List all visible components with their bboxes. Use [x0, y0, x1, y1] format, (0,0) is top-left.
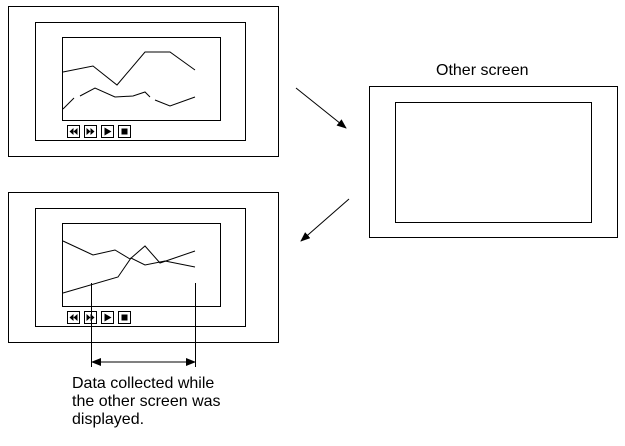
after-screen-outer-frame [8, 192, 279, 343]
stop-icon[interactable] [118, 311, 131, 324]
rewind-icon[interactable] [67, 125, 80, 138]
after-trend-graph [62, 223, 221, 307]
before-screen-outer-frame [8, 6, 279, 157]
interval-caption: Data collected while the other screen wa… [72, 375, 221, 429]
other-screen-label: Other screen [436, 62, 529, 79]
after-trend-line-lower [62, 257, 196, 294]
arrow-back-to-trend-screen [300, 198, 350, 242]
before-screen-inner-frame [35, 22, 246, 141]
fast-forward-icon[interactable] [84, 125, 97, 138]
before-trend-line-lower-3 [154, 96, 196, 107]
before-trend-graph [62, 37, 221, 121]
before-trend-line-lower-2 [79, 87, 151, 98]
before-playback-controls [67, 125, 131, 138]
before-screen-panel [8, 6, 279, 157]
arrow-to-other-screen [295, 87, 347, 129]
after-playback-controls [67, 311, 131, 324]
after-screen-panel [8, 192, 279, 367]
other-screen-outer-frame [369, 86, 618, 238]
before-trend-line-lower [62, 97, 75, 110]
caption-line-3: displayed. [72, 411, 145, 428]
after-trend-line-upper [62, 240, 196, 264]
rewind-icon[interactable] [67, 311, 80, 324]
caption-line-1: Data collected while [72, 375, 215, 392]
play-icon[interactable] [101, 125, 114, 138]
caption-line-2: the other screen was [72, 393, 221, 410]
other-screen-panel [369, 86, 618, 238]
other-screen-inner-frame [395, 102, 592, 223]
before-trend-line-upper [62, 51, 196, 86]
play-icon[interactable] [101, 311, 114, 324]
fast-forward-icon[interactable] [84, 311, 97, 324]
stop-icon[interactable] [118, 125, 131, 138]
after-screen-inner-frame [35, 208, 246, 327]
